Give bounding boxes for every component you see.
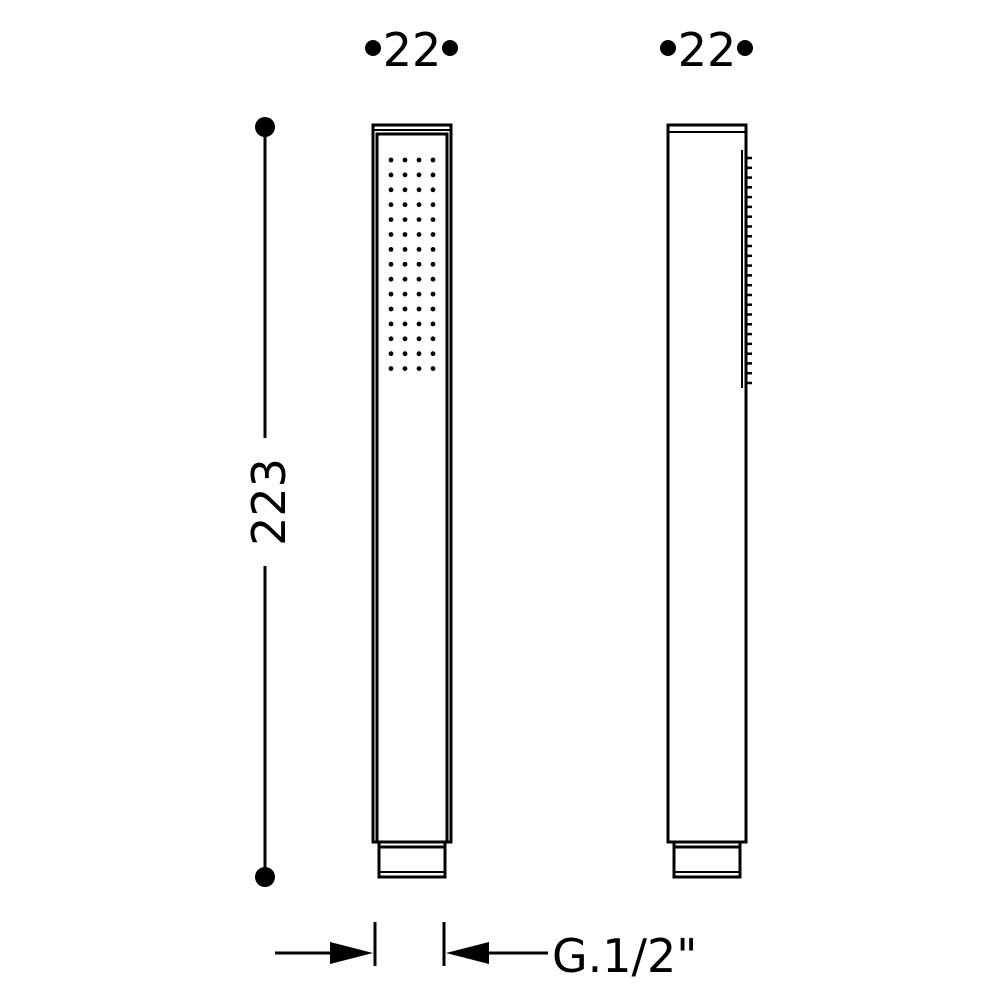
nozzle-dot xyxy=(416,232,422,237)
arrow-right-head xyxy=(446,942,489,964)
nozzle-dot xyxy=(416,172,422,178)
front-view xyxy=(371,123,453,879)
nozzle-dot xyxy=(430,217,436,223)
nozzle-dot xyxy=(402,217,408,223)
connection-dimension: G.1/2" xyxy=(275,922,697,983)
nozzle-dot xyxy=(416,276,422,282)
nozzle-dot xyxy=(388,351,394,357)
nozzle-dot xyxy=(388,321,394,327)
nozzle-dot xyxy=(402,351,408,357)
nozzle-dot xyxy=(388,306,394,312)
nozzle-dot xyxy=(416,336,422,342)
dimension-dot-right xyxy=(737,40,753,56)
nozzle-dot xyxy=(402,276,408,282)
nozzle-dot xyxy=(430,276,436,282)
nozzle-dot xyxy=(402,336,408,342)
front-width-dimension: 22 xyxy=(365,23,458,77)
nozzle-dot xyxy=(430,351,436,357)
nozzle-dot xyxy=(430,172,436,178)
nozzle-dot xyxy=(430,187,436,193)
nozzle-dot xyxy=(416,291,422,297)
nozzle-dot xyxy=(388,291,394,297)
nozzle-dot xyxy=(430,261,436,267)
front-connector xyxy=(377,840,447,879)
nozzle-dot xyxy=(388,187,394,193)
nozzle-dot xyxy=(402,172,408,178)
nozzle-dot xyxy=(388,232,394,237)
side-width-label: 22 xyxy=(678,23,737,77)
connection-label: G.1/2" xyxy=(552,929,697,983)
nozzle-dot xyxy=(416,261,422,267)
dimension-dot-left xyxy=(365,40,381,56)
front-width-label: 22 xyxy=(383,23,442,77)
nozzle-dot xyxy=(402,321,408,327)
nozzle-dot xyxy=(430,247,436,252)
nozzle-dot xyxy=(402,202,408,208)
nozzle-dot xyxy=(402,291,408,297)
height-dimension: 223 xyxy=(242,117,296,887)
nozzle-dot xyxy=(416,321,422,327)
arrow-left-head xyxy=(330,942,373,964)
front-body-outer xyxy=(371,123,453,844)
front-body-inner xyxy=(375,132,449,844)
nozzle-dot xyxy=(416,306,422,312)
nozzle-dot xyxy=(402,232,408,237)
nozzle-dot xyxy=(416,157,422,163)
nozzle-dot xyxy=(388,217,394,223)
nozzle-dot xyxy=(388,157,394,163)
nozzle-dot xyxy=(430,321,436,327)
side-view xyxy=(666,123,752,879)
nozzle-dot xyxy=(402,187,408,193)
nozzle-dot xyxy=(402,261,408,267)
side-body-outer xyxy=(666,123,748,844)
nozzle-dot xyxy=(430,366,436,371)
nozzle-grid xyxy=(388,157,436,371)
nozzle-dot xyxy=(416,202,422,208)
nozzle-dot xyxy=(402,157,408,163)
nozzle-dot xyxy=(388,247,394,252)
dimension-dot-left xyxy=(660,40,676,56)
nozzle-dot xyxy=(430,336,436,342)
nozzle-dot xyxy=(388,336,394,342)
side-width-dimension: 22 xyxy=(660,23,753,77)
side-connector xyxy=(672,840,742,879)
nozzle-dot xyxy=(430,306,436,312)
nozzle-dot xyxy=(416,366,422,371)
nozzle-dot xyxy=(388,261,394,267)
nozzle-dot xyxy=(388,202,394,208)
nozzle-dot xyxy=(416,247,422,252)
nozzle-dot xyxy=(416,351,422,357)
nozzle-dot xyxy=(402,366,408,371)
nozzle-dot xyxy=(402,247,408,252)
nozzle-dot xyxy=(388,172,394,178)
nozzle-dot xyxy=(388,276,394,282)
nozzle-dot xyxy=(430,291,436,297)
dimension-dot-right xyxy=(442,40,458,56)
nozzle-dot xyxy=(430,232,436,237)
height-label: 223 xyxy=(242,458,296,546)
nozzle-dot xyxy=(416,187,422,193)
side-nozzles xyxy=(746,156,752,385)
nozzle-dot xyxy=(430,157,436,163)
nozzle-dot xyxy=(416,217,422,223)
nozzle-dot xyxy=(388,366,394,371)
nozzle-dot xyxy=(402,306,408,312)
nozzle-dot xyxy=(430,202,436,208)
